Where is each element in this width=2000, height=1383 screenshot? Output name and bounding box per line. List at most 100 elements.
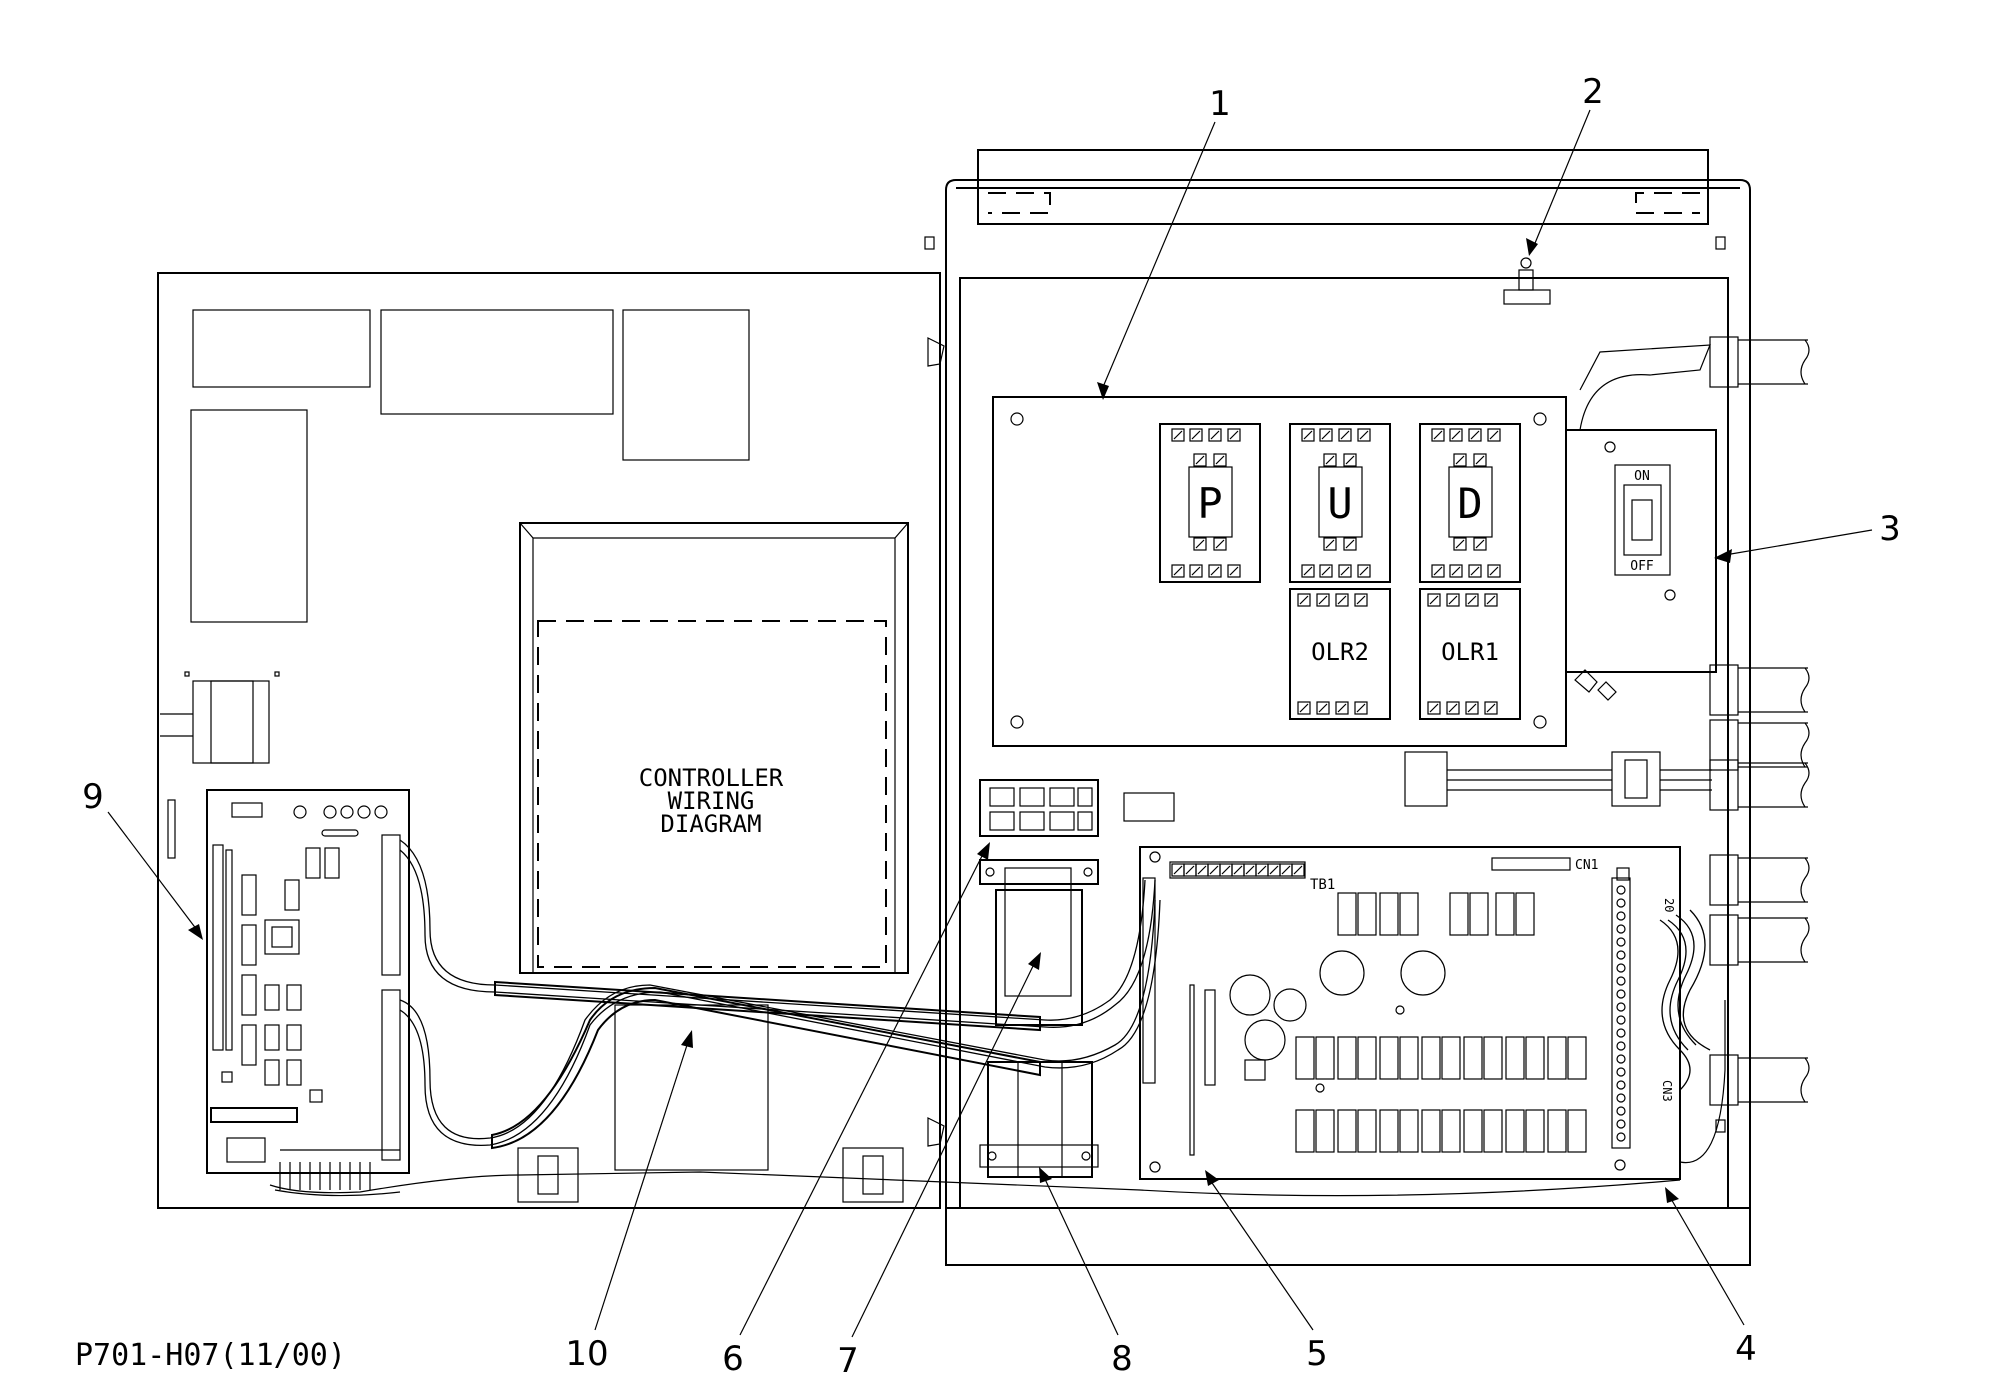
callout-9: 9: [82, 777, 203, 940]
board-relay: [1441, 1109, 1461, 1153]
wiring-diagram-title-line3: DIAGRAM: [660, 810, 761, 838]
disconnect-switch: ON OFF: [1565, 344, 1717, 701]
terminal-screw: [1301, 428, 1315, 442]
connector-pin: [1616, 1041, 1626, 1051]
board-relay: [1483, 1036, 1503, 1080]
terminal-screw: [1316, 593, 1330, 607]
connector-cn1: [1491, 857, 1571, 871]
terminal-screw: [1208, 428, 1222, 442]
board-relay: [1315, 1109, 1335, 1153]
drawing-code: P701-H07(11/00): [75, 1338, 346, 1373]
callout-2-number: 2: [1582, 72, 1604, 112]
board-relay: [1463, 1109, 1483, 1153]
callout-3: 3: [1714, 509, 1901, 563]
terminal-screw: [1357, 564, 1371, 578]
terminal-screw: [1213, 453, 1227, 467]
board-relay: [1399, 1109, 1419, 1153]
connector-pin: [1616, 989, 1626, 999]
contactor-p-label: P: [1197, 479, 1222, 528]
callout-1: 1: [1097, 84, 1231, 400]
connector-pin: [1616, 1054, 1626, 1064]
board-relay: [1421, 1109, 1441, 1153]
connector-pin: [1616, 885, 1626, 895]
callout-2: 2: [1526, 72, 1604, 256]
connector-pin: [1616, 1119, 1626, 1129]
cn1-label: CN1: [1575, 858, 1598, 873]
board-relay: [1483, 1109, 1503, 1153]
callout-3-number: 3: [1879, 509, 1901, 549]
overload-relay-olr2: OLR2: [1289, 588, 1391, 720]
terminal-screw: [1468, 564, 1482, 578]
terminal-screw: [1354, 701, 1368, 715]
cable-harness-right: [1404, 751, 1712, 807]
callout-4-number: 4: [1735, 1329, 1757, 1369]
terminal-screw: [1343, 537, 1357, 551]
terminal-screw: [1208, 564, 1222, 578]
door-control-board: [167, 789, 410, 1197]
callout-6-number: 6: [722, 1339, 744, 1379]
terminal-screw: [1171, 428, 1185, 442]
terminal-strip-tb1: [1169, 861, 1306, 879]
terminal-screw: [1335, 701, 1349, 715]
terminal-screw: [1446, 593, 1460, 607]
terminal-screw: [1193, 453, 1207, 467]
connector-pin: [1616, 898, 1626, 908]
board-relay: [1463, 1036, 1483, 1080]
board-relay: [1337, 1109, 1357, 1153]
terminal-screw: [1473, 537, 1487, 551]
terminal-screw: [1213, 537, 1227, 551]
terminal-screw: [1449, 428, 1463, 442]
terminal-screw: [1291, 863, 1305, 877]
terminal-screw: [1189, 428, 1203, 442]
terminal-screw: [1323, 537, 1337, 551]
board-relay: [1357, 1036, 1377, 1080]
connector-pin: [1616, 1028, 1626, 1038]
terminal-screw: [1193, 537, 1207, 551]
board-relay: [1567, 1036, 1587, 1080]
connector-pin: [1616, 924, 1626, 934]
overload-relay-olr2-label: OLR2: [1311, 638, 1369, 666]
connector-pin: [1616, 1067, 1626, 1077]
ground-lug: [1503, 257, 1551, 305]
terminal-screw: [1487, 428, 1501, 442]
transformer: [979, 859, 1099, 1026]
connector-pin: [1616, 1080, 1626, 1090]
overload-relay-olr1-label: OLR1: [1441, 638, 1499, 666]
overload-relay-olr1: OLR1: [1419, 588, 1521, 720]
connector-pin: [1616, 911, 1626, 921]
board-relay: [1295, 1036, 1315, 1080]
terminal-screw: [1357, 428, 1371, 442]
terminal-screw: [1465, 593, 1479, 607]
terminal-screw: [1468, 428, 1482, 442]
terminal-screw: [1446, 701, 1460, 715]
fuse-block: [979, 779, 1175, 837]
terminal-screw: [1338, 428, 1352, 442]
connector-pin: [1616, 1106, 1626, 1116]
terminal-screw: [1316, 701, 1330, 715]
callout-1-number: 1: [1209, 84, 1231, 124]
terminal-screw: [1343, 453, 1357, 467]
terminal-screw: [1431, 564, 1445, 578]
connector-pin: [1616, 963, 1626, 973]
terminal-screw: [1453, 537, 1467, 551]
terminal-screw: [1297, 701, 1311, 715]
terminal-screw: [1449, 564, 1463, 578]
callout-10: 10: [565, 1030, 693, 1374]
tb1-label: TB1: [1310, 877, 1335, 893]
board-relay: [1337, 1036, 1357, 1080]
board-relay: [1441, 1036, 1461, 1080]
connector-pin: [1616, 976, 1626, 986]
conduit-fittings: [1709, 336, 1810, 1106]
cn3-label: CN3: [1660, 1080, 1674, 1102]
terminal-screw: [1354, 593, 1368, 607]
connector-pin: [1616, 1015, 1626, 1025]
board-relay: [1399, 1036, 1419, 1080]
enclosure-door: CONTROLLER WIRING DIAGRAM: [157, 272, 941, 1209]
board-relay: [1379, 1109, 1399, 1153]
connector-pin: [1616, 1132, 1626, 1142]
terminal-screw: [1473, 453, 1487, 467]
terminal-screw: [1227, 428, 1241, 442]
terminal-screw: [1487, 564, 1501, 578]
connector-pin: [1616, 950, 1626, 960]
